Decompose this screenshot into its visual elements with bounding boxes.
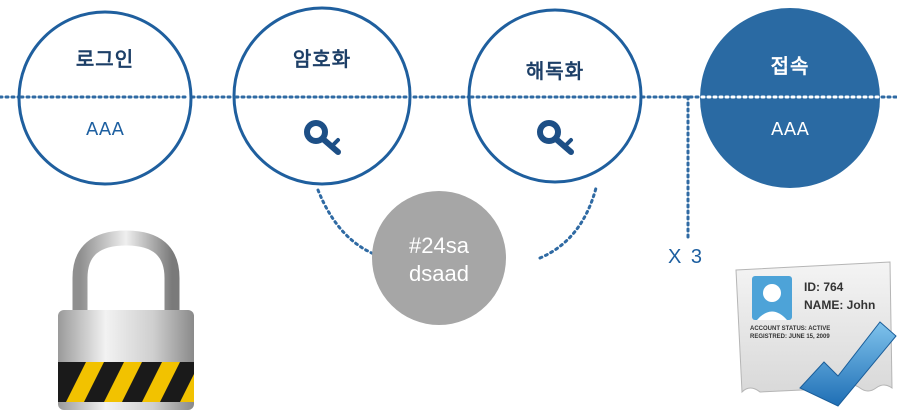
card-status: ACCOUNT STATUS: ACTIVE xyxy=(750,326,831,332)
card-id: ID: 764 xyxy=(804,280,844,294)
padlock-icon xyxy=(58,230,194,410)
step-login: 로그인 xyxy=(35,43,175,72)
key-icon xyxy=(304,120,341,155)
step-title: 해독화 xyxy=(525,59,585,83)
card-registered: REGISTRED: JUNE 15, 2009 xyxy=(750,334,830,340)
retry-count: X 3 xyxy=(668,246,705,268)
encrypted-line-2: dsaad xyxy=(409,261,469,286)
step-encrypt: 암호화 xyxy=(252,43,392,72)
encrypted-bubble xyxy=(372,191,506,325)
step-title: 접속 xyxy=(770,54,810,78)
step-circle-connect xyxy=(700,8,880,188)
step-decrypt: 해독화 xyxy=(485,55,625,84)
step-title: 로그인 xyxy=(75,47,135,71)
key-icon xyxy=(537,120,574,155)
step-sub: AAA xyxy=(86,119,124,140)
step-sub: AAA xyxy=(771,119,809,140)
card-name: NAME: John xyxy=(804,298,876,312)
step-login-sub: AAA xyxy=(35,119,175,140)
encrypted-line-1: #24sa xyxy=(409,233,469,258)
encrypted-text: #24sa dsaad xyxy=(380,232,498,288)
step-title: 암호화 xyxy=(292,47,352,71)
id-card-icon xyxy=(735,261,897,407)
step-connect-sub: AAA xyxy=(720,119,860,140)
step-connect: 접속 xyxy=(720,50,860,79)
